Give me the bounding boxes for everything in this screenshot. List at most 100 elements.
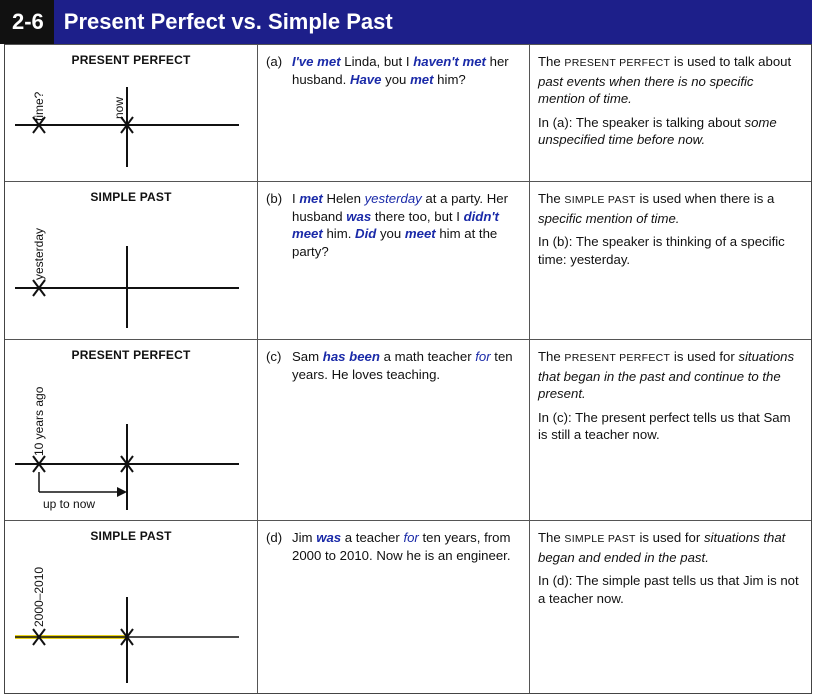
emphasized-text: didn't meet <box>292 208 499 242</box>
text-run: The <box>538 54 565 69</box>
explanation-paragraph: The Present Perfect is used to talk abou… <box>538 53 801 108</box>
emphasized-text: met <box>299 191 323 206</box>
timeline-cell: PRESENT PERFECT time? now <box>5 45 258 181</box>
chart-title-bar: 2-6 Present Perfect vs. Simple Past <box>0 0 812 44</box>
text-run: The <box>538 349 565 364</box>
explanation-paragraph: The Simple Past is used for situations t… <box>538 529 801 566</box>
emphasized-text: Simple Past <box>564 533 636 545</box>
tense-label: PRESENT PERFECT <box>71 53 191 67</box>
timeline-cell: PRESENT PERFECT 10 years ago up to now <box>5 340 258 520</box>
example-sentence: I've met Linda, but I haven't met her hu… <box>292 53 521 88</box>
example-sentence: Jim was a teacher for ten years, from 20… <box>292 529 521 564</box>
timeline-diagram: yesterday <box>15 228 239 328</box>
page-title: Present Perfect vs. Simple Past <box>63 9 393 34</box>
example-tag: (d) <box>266 530 283 545</box>
emphasized-text: has been <box>322 349 380 364</box>
emphasized-text: for <box>475 349 491 364</box>
timeline-diagram: 10 years ago up to now <box>15 386 239 511</box>
text-run: ten years. He loves teaching. <box>292 349 513 382</box>
explanation-text: The Present Perfect is used for situatio… <box>538 348 801 450</box>
explanation-cell: The Simple Past is used for situations t… <box>530 521 811 693</box>
explanation-text: The Simple Past is used for situations t… <box>538 529 801 613</box>
emphasized-text: past events when there is no specific me… <box>538 73 754 107</box>
timeline-cell: SIMPLE PAST yesterday <box>5 182 258 339</box>
emphasized-text: Simple Past <box>564 194 636 206</box>
emphasized-text: yesterday <box>364 191 422 206</box>
text-run: Jim <box>292 530 317 545</box>
marker-label: time? <box>32 91 46 121</box>
span-label: up to now <box>43 497 95 511</box>
explanation-cell: The Present Perfect is used to talk abou… <box>530 45 811 181</box>
text-run: you <box>381 71 411 87</box>
text-run: is used for <box>670 349 739 364</box>
x-mark <box>32 116 46 134</box>
x-mark <box>120 455 134 473</box>
emphasized-text: Have <box>349 71 382 87</box>
text-run: a math teacher <box>379 349 476 364</box>
text-run: The <box>538 191 565 206</box>
example-tag: (a) <box>266 54 283 69</box>
text-run: a teacher <box>341 530 404 545</box>
emphasized-text: situations that began and ended in the p… <box>538 530 786 565</box>
example-cell: (c) Sam has been a math teacher for ten y… <box>258 340 530 520</box>
emphasized-text: for <box>403 530 419 545</box>
grammar-table: PRESENT PERFECT time? now (a) I've met Li… <box>4 44 812 694</box>
text-run: Helen <box>322 191 365 206</box>
text-run: at a party. Her husband <box>292 191 509 224</box>
section-number: 2-6 <box>0 0 54 44</box>
emphasized-text: Did <box>355 226 377 241</box>
now-label: now <box>112 97 126 119</box>
emphasized-text: haven't met <box>413 54 486 69</box>
explanation-cell: The Present Perfect is used for situatio… <box>530 340 811 520</box>
text-run: is used when there is a <box>635 191 775 206</box>
example-cell: (d) Jim was a teacher for ten years, from… <box>258 521 530 693</box>
explanation-paragraph: In (d): The simple past tells us that Ji… <box>538 572 801 607</box>
text-run: him at the party? <box>292 226 498 259</box>
emphasized-text: situations that began in the past and co… <box>538 349 795 401</box>
emphasized-text: meet <box>404 226 436 241</box>
text-run: him. <box>322 226 356 241</box>
text-run: is used for <box>635 530 704 545</box>
text-run: him? <box>433 71 466 87</box>
text-run: In (a): The speaker is talking about <box>538 114 745 130</box>
text-run: Sam <box>292 349 323 364</box>
table-row: SIMPLE PAST 2000–2010 (d) Jim was a teach… <box>5 520 811 693</box>
emphasized-text: Present Perfect <box>564 57 671 69</box>
example-cell: (a) I've met Linda, but I haven't met her… <box>258 45 530 181</box>
table-row: PRESENT PERFECT 10 years ago up to now (… <box>5 339 811 520</box>
text-run: In (c): The present perfect tells us tha… <box>538 409 791 443</box>
text-run: I <box>292 191 300 206</box>
tense-label: SIMPLE PAST <box>90 529 172 543</box>
emphasized-text: was <box>316 530 342 545</box>
span-arrow <box>38 472 123 493</box>
x-mark <box>32 628 46 646</box>
text-run: her husband. <box>292 54 509 87</box>
text-run: In (b): The speaker is thinking of a spe… <box>538 234 785 267</box>
explanation-paragraph: The Simple Past is used when there is a … <box>538 190 801 227</box>
x-mark <box>32 279 46 297</box>
emphasized-text: Present Perfect <box>564 352 671 364</box>
timeline-diagram: 2000–2010 <box>15 567 239 683</box>
emphasized-text: specific mention of time. <box>538 210 680 226</box>
tense-label: PRESENT PERFECT <box>71 348 191 362</box>
arrow-head <box>117 487 127 497</box>
text-run: Linda, but I <box>340 54 414 69</box>
explanation-paragraph: In (a): The speaker is talking about som… <box>538 114 801 149</box>
marker-label: 10 years ago <box>32 386 46 456</box>
example-tag: (c) <box>266 349 282 364</box>
example-sentence: Sam has been a math teacher for ten year… <box>292 348 521 383</box>
emphasized-text: I've met <box>292 54 341 69</box>
x-mark <box>120 628 134 646</box>
example-cell: (b) I met Helen yesterday at a party. Her… <box>258 182 530 339</box>
example-tag: (b) <box>266 191 283 206</box>
timeline-cell: SIMPLE PAST 2000–2010 <box>5 521 258 693</box>
text-run: ten years, from 2000 to 2010. Now he is … <box>292 530 511 563</box>
tense-label: SIMPLE PAST <box>90 190 172 204</box>
table-row: PRESENT PERFECT time? now (a) I've met Li… <box>5 44 811 181</box>
emphasized-text: some unspecified time before now. <box>538 114 777 148</box>
text-run: you <box>376 226 405 241</box>
marker-label: yesterday <box>32 228 46 280</box>
explanation-paragraph: In (b): The speaker is thinking of a spe… <box>538 233 801 268</box>
x-mark <box>32 455 46 473</box>
text-run: The <box>538 530 565 545</box>
